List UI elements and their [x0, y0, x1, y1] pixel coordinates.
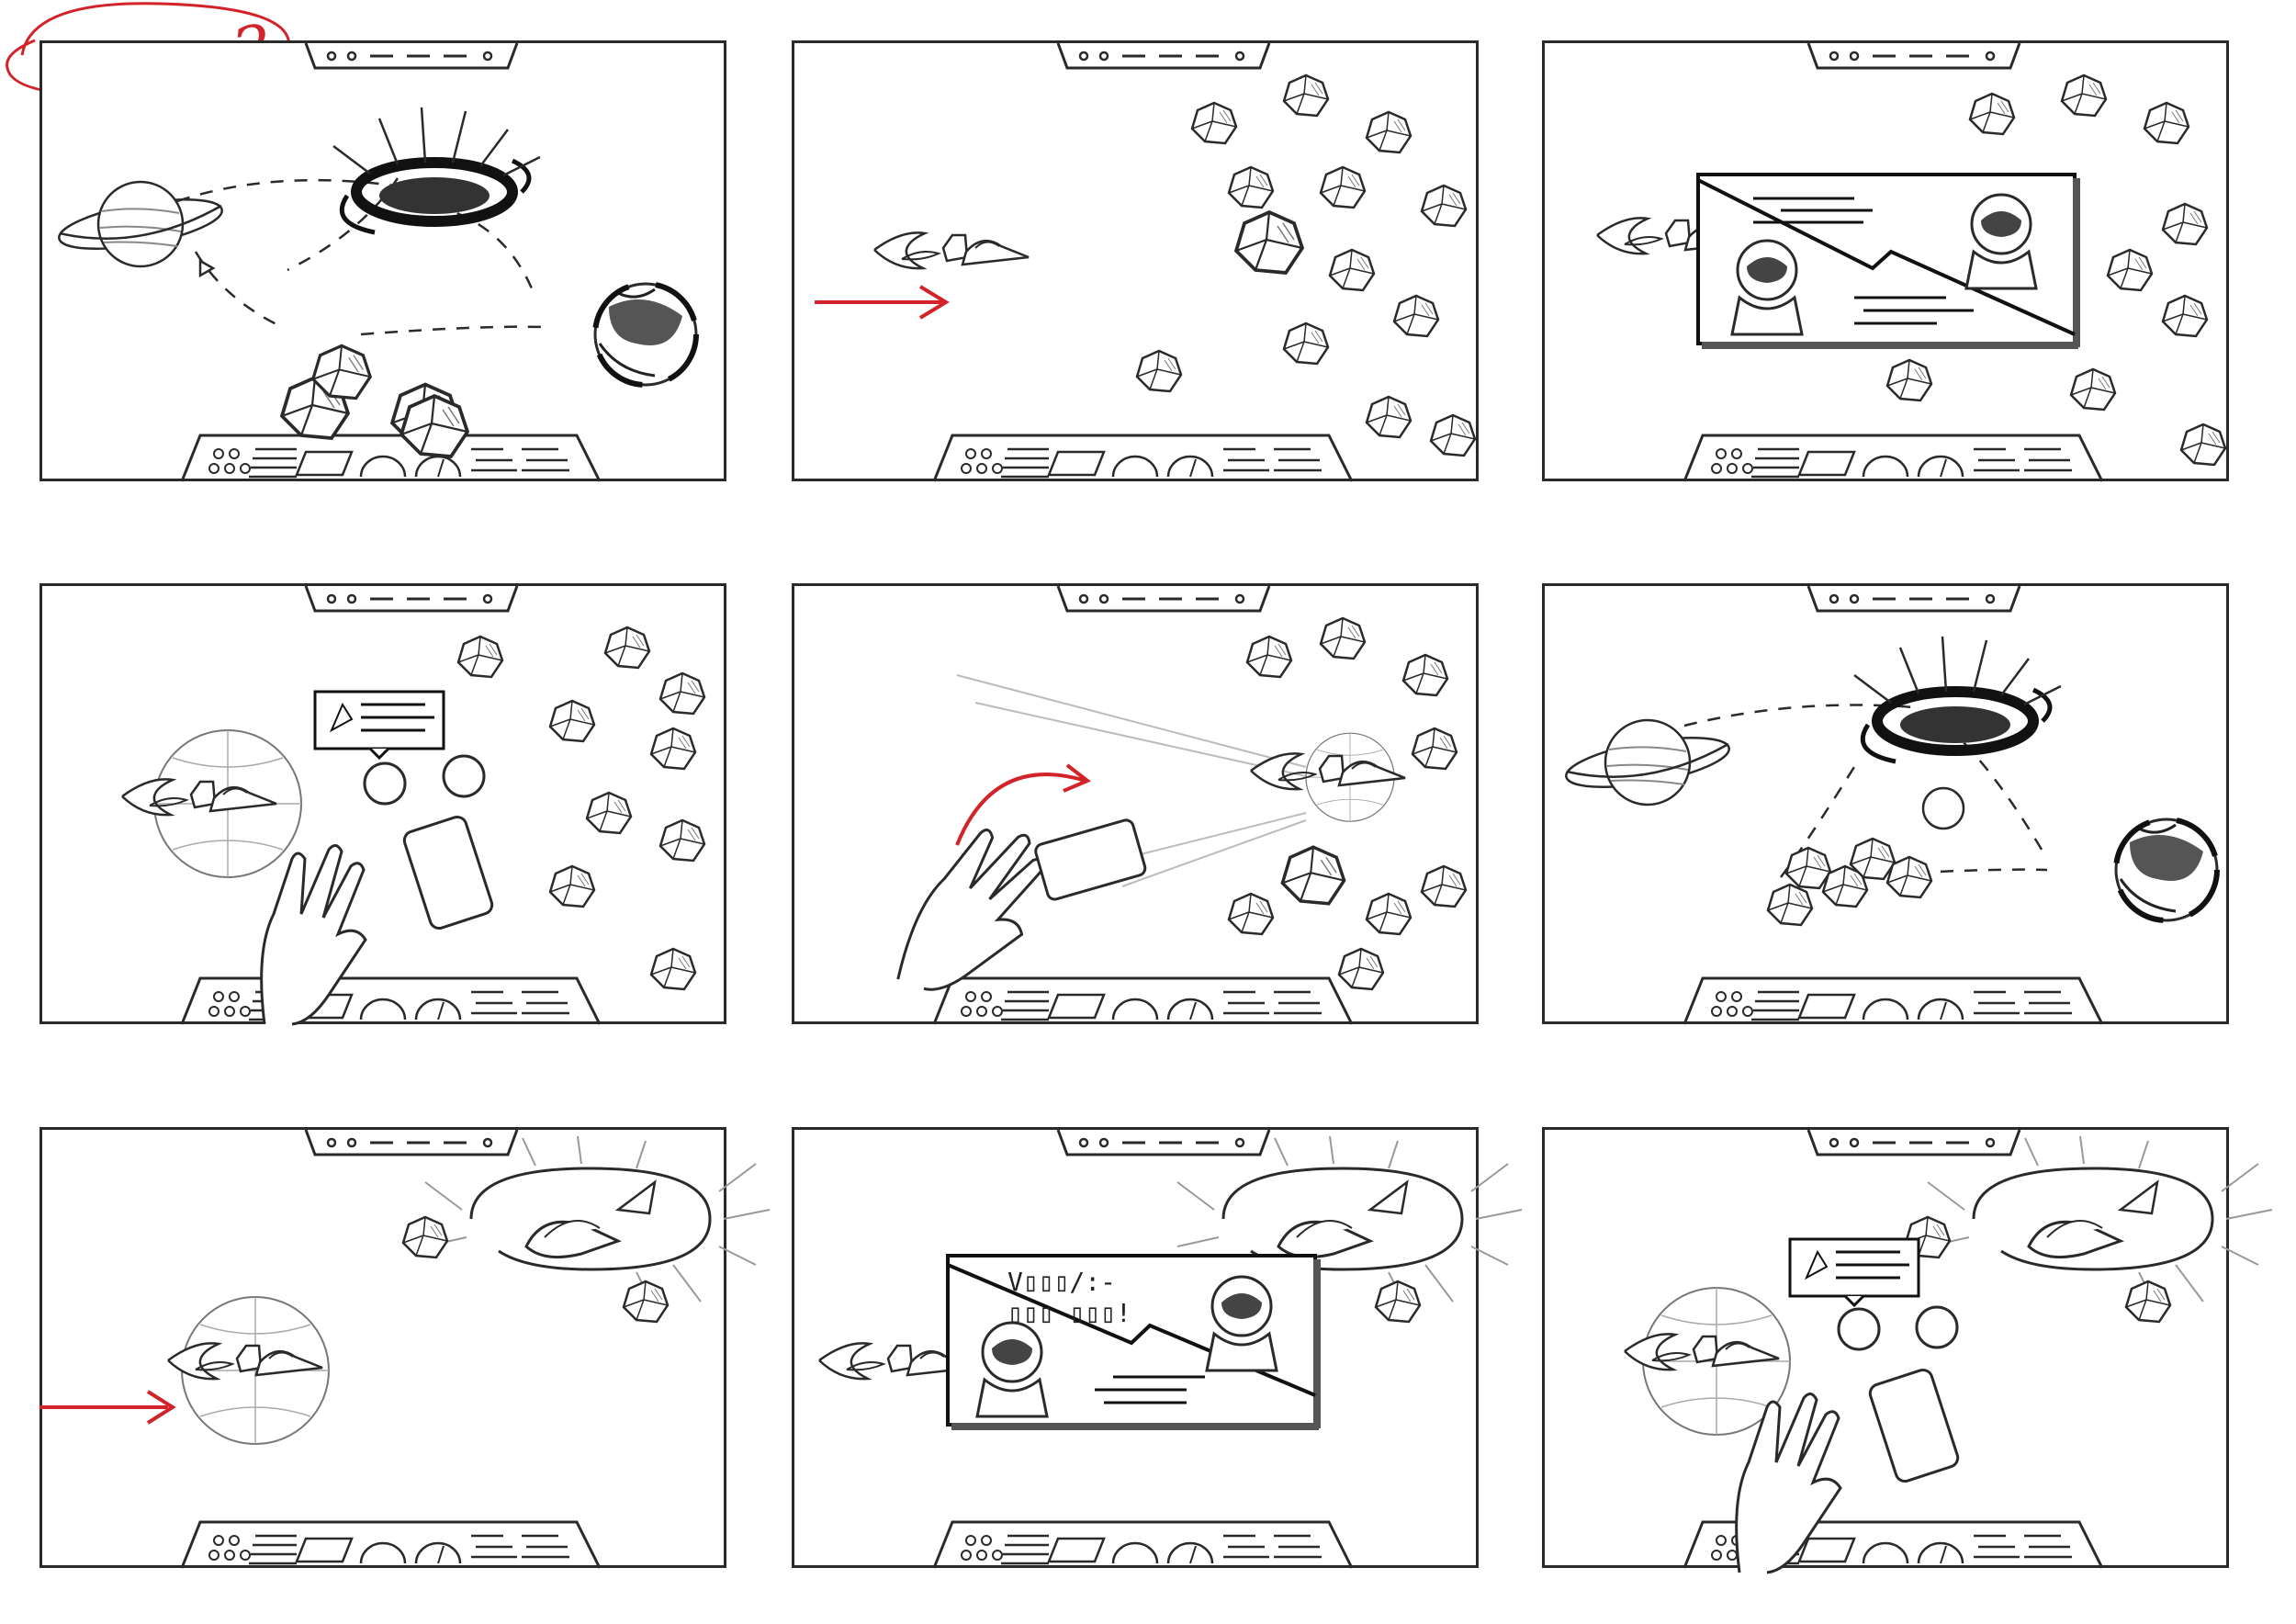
hud-top-icon	[1806, 584, 2021, 613]
panel-8-scene: V▯▯▯/:- ▯▯▯ ▯▯▯!	[817, 1128, 1524, 1570]
panel-1-scene	[54, 41, 726, 483]
ship-marker-icon	[198, 258, 216, 278]
asteroid-field-icon	[1227, 616, 1468, 991]
ship-icon	[1623, 1333, 1781, 1371]
storyboard-panel-8: V▯▯▯/:- ▯▯▯ ▯▯▯!	[792, 1127, 1524, 1570]
card-icon	[402, 815, 494, 930]
storyboard-panel-9	[1542, 1127, 2274, 1574]
hand-icon	[1735, 1392, 1842, 1574]
ship-select-icon	[1837, 1307, 1881, 1351]
console-icon	[932, 1520, 1354, 1570]
black-hole-icon	[1854, 637, 2061, 761]
hud-top-icon	[304, 41, 519, 70]
dialog-line-2: ▯▯▯ ▯▯▯!	[1007, 1298, 1131, 1328]
dark-planet-icon	[2116, 819, 2217, 920]
hud-top-icon	[1056, 41, 1271, 70]
hud-top-icon	[304, 1128, 519, 1156]
panel-6-scene	[1561, 584, 2229, 1026]
video-call-window: V▯▯▯/:- ▯▯▯ ▯▯▯!	[946, 1254, 1321, 1430]
motion-arrow-icon	[815, 285, 950, 320]
storyboard-panel-1	[39, 40, 726, 483]
black-hole-icon	[333, 107, 540, 232]
swipe-arrow-icon	[955, 763, 1091, 846]
panel-7-scene	[39, 1128, 771, 1570]
console-icon	[932, 434, 1354, 483]
ship-icon	[120, 778, 278, 817]
console-icon	[180, 434, 602, 483]
hand-icon	[894, 808, 1056, 1016]
dialog-line-1: V▯▯▯/:-	[1007, 1267, 1116, 1297]
ringed-planet-icon	[54, 180, 227, 268]
storyboard-panel-3	[1542, 40, 2229, 483]
card-icon	[1034, 818, 1147, 901]
storyboard-panel-2	[792, 40, 1479, 483]
ship-icon	[166, 1342, 324, 1381]
cube-select-icon	[1915, 1305, 1959, 1349]
storyboard-panel-5	[792, 583, 1479, 1026]
astronaut-left-icon	[1730, 239, 1804, 336]
astronaut-right-icon	[1964, 193, 2038, 290]
motion-arrow-icon	[39, 1390, 176, 1425]
hud-top-icon	[304, 584, 519, 613]
console-icon	[1683, 976, 2104, 1026]
astronaut-left-icon	[975, 1321, 1049, 1418]
panel-2-scene	[815, 41, 1477, 483]
asteroid-icon	[401, 1215, 449, 1259]
hud-top-icon	[1806, 1128, 2021, 1156]
asteroid-field-icon	[1135, 73, 1477, 457]
console-icon	[180, 1520, 602, 1570]
panel-5-scene	[894, 584, 1468, 1026]
ship-select-icon	[363, 761, 407, 806]
storyboard-panel-7	[39, 1127, 771, 1570]
cube-select-icon	[442, 754, 486, 798]
speed-lines-icon	[956, 674, 1307, 887]
asteroid-icon	[1374, 1280, 1422, 1324]
video-call-window	[1696, 173, 2080, 349]
asteroid-icon	[622, 1280, 670, 1324]
ship-icon	[1249, 752, 1407, 791]
hud-top-icon	[1806, 41, 2021, 70]
info-popup-icon	[1788, 1237, 1920, 1308]
panel-4-scene	[120, 584, 706, 1026]
panel-3-scene	[1595, 41, 2227, 483]
storyboard-panel-6	[1542, 583, 2229, 1026]
hud-top-icon	[1056, 1128, 1271, 1156]
astronaut-right-icon	[1205, 1275, 1278, 1372]
asteroid-field-icon	[456, 626, 706, 991]
info-popup-icon	[313, 690, 445, 761]
ship-icon	[872, 231, 1030, 270]
dark-planet-icon	[595, 284, 696, 385]
asteroid-icon	[2124, 1280, 2172, 1324]
storyboard-panel-4	[39, 583, 726, 1026]
portal-icon	[423, 1134, 771, 1311]
hud-top-icon	[1056, 584, 1271, 613]
panel-9-scene	[1623, 1128, 2274, 1574]
ringed-planet-icon	[1561, 718, 1734, 806]
debris-field-icon	[1766, 837, 1933, 927]
debris-field-icon	[280, 344, 469, 458]
console-icon	[932, 976, 1354, 1026]
portal-icon	[1926, 1134, 2274, 1311]
console-icon	[1683, 434, 2104, 483]
card-icon	[1868, 1368, 1960, 1483]
ship-marker-icon	[1921, 786, 1965, 830]
console-icon	[180, 976, 602, 1026]
